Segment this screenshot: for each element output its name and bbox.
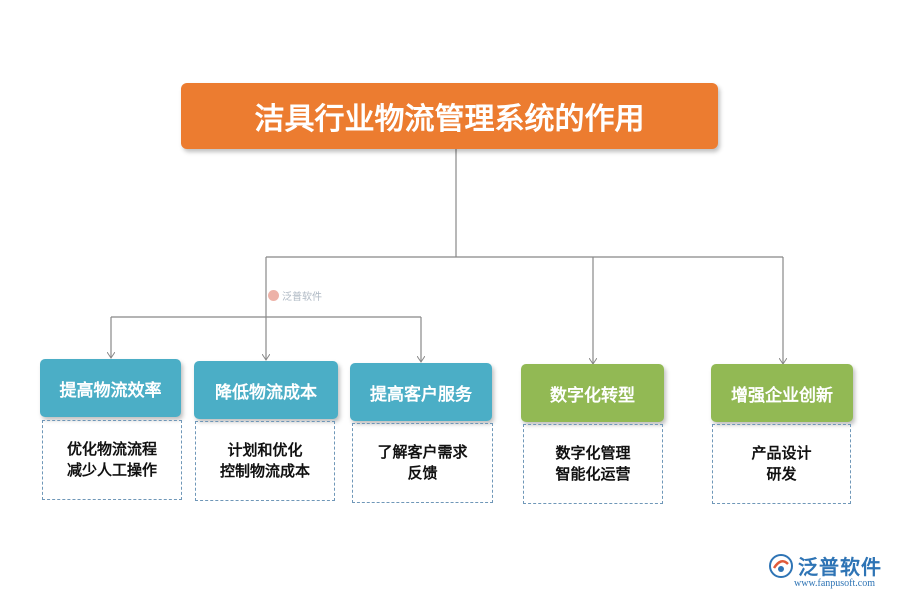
node-line-5-1: 产品设计 bbox=[751, 444, 812, 462]
watermark-text: 泛普软件 bbox=[282, 292, 322, 303]
main-title-box: 洁具行业物流管理系统的作用 bbox=[181, 83, 718, 149]
node-line-1-2: 减少人工操作 bbox=[66, 461, 157, 479]
node-heading-1: 提高物流效率 bbox=[59, 380, 162, 401]
node-heading-box-5: 增强企业创新 bbox=[711, 364, 853, 422]
fanpu-logo-icon bbox=[769, 553, 793, 578]
logo-name: 泛普软件 bbox=[798, 555, 882, 579]
node-heading-2: 降低物流成本 bbox=[215, 382, 317, 403]
logo-url: www.fanpusoft.com bbox=[794, 578, 876, 589]
node-description-box-1: 优化物流流程 减少人工操作 bbox=[42, 420, 182, 500]
node-description-box-5: 产品设计 研发 bbox=[712, 424, 851, 504]
node-line-3-1: 了解客户需求 bbox=[377, 443, 468, 461]
node-heading-box-4: 数字化转型 bbox=[521, 364, 664, 422]
node-line-3-2: 反馈 bbox=[407, 464, 438, 482]
node-description-box-3: 了解客户需求 反馈 bbox=[352, 423, 493, 503]
main-title: 洁具行业物流管理系统的作用 bbox=[254, 102, 645, 137]
node-heading-5: 增强企业创新 bbox=[731, 385, 833, 406]
node-heading-3: 提高客户服务 bbox=[370, 384, 472, 405]
node-line-2-1: 计划和优化 bbox=[227, 441, 303, 459]
node-line-4-2: 智能化运营 bbox=[555, 465, 631, 483]
node-heading-4: 数字化转型 bbox=[550, 385, 635, 406]
node-heading-box-3: 提高客户服务 bbox=[350, 363, 492, 421]
watermark: 泛普软件 bbox=[268, 288, 322, 303]
node-heading-box-2: 降低物流成本 bbox=[194, 361, 338, 419]
node-description-box-2: 计划和优化 控制物流成本 bbox=[195, 421, 335, 501]
node-line-2-2: 控制物流成本 bbox=[219, 462, 310, 480]
node-heading-box-1: 提高物流效率 bbox=[40, 359, 181, 417]
node-description-box-4: 数字化管理 智能化运营 bbox=[523, 424, 663, 504]
node-line-1-1: 优化物流流程 bbox=[66, 440, 157, 458]
node-line-5-2: 研发 bbox=[766, 465, 797, 483]
node-line-4-1: 数字化管理 bbox=[555, 444, 631, 462]
watermark-logo-icon bbox=[268, 290, 279, 301]
fanpu-logo: 泛普软件 www.fanpusoft.com bbox=[768, 551, 894, 593]
